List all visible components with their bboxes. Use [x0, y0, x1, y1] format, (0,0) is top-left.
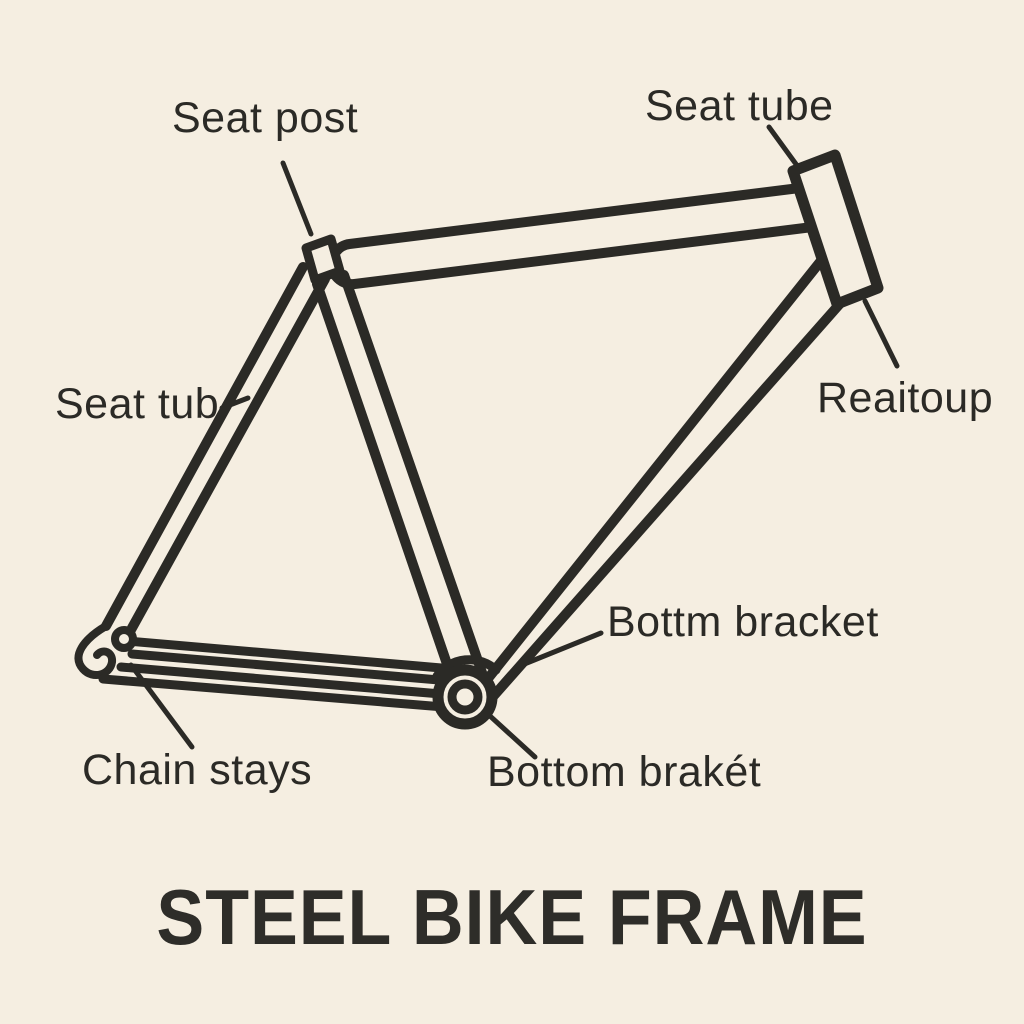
bottom-bracket-shape	[432, 655, 501, 730]
label-seat-tub: Seat tub	[55, 380, 220, 428]
label-seat-tube: Seat tube	[645, 82, 834, 130]
leader-reaitoup	[862, 298, 900, 369]
leader-chain-stays	[128, 662, 195, 750]
seat-tube-shape	[312, 270, 492, 707]
rear-dropout-curl	[74, 622, 117, 680]
rear-dropout-eyelet	[111, 626, 137, 652]
seat-post-shape	[301, 234, 345, 285]
label-bottom-braket: Bottom brakét	[487, 748, 762, 796]
leader-seat-tube	[766, 124, 804, 174]
label-reaitoup: Reaitoup	[817, 374, 994, 422]
leader-bottom-braket	[487, 713, 538, 760]
chain-stays-shape	[98, 636, 461, 713]
leader-bottm-bracket	[514, 630, 604, 670]
down-tube-shape	[469, 247, 850, 705]
label-bottm-bracket: Bottm bracket	[607, 598, 879, 646]
leader-seat-post	[280, 160, 314, 237]
seat-stays-shape	[101, 262, 330, 642]
diagram-title: STEEL BIKE FRAME	[156, 873, 868, 961]
head-tube-shape	[787, 149, 884, 310]
label-seat-post: Seat post	[172, 94, 359, 142]
label-chain-stays: Chain stays	[82, 746, 313, 794]
top-tube-shape	[326, 181, 826, 290]
